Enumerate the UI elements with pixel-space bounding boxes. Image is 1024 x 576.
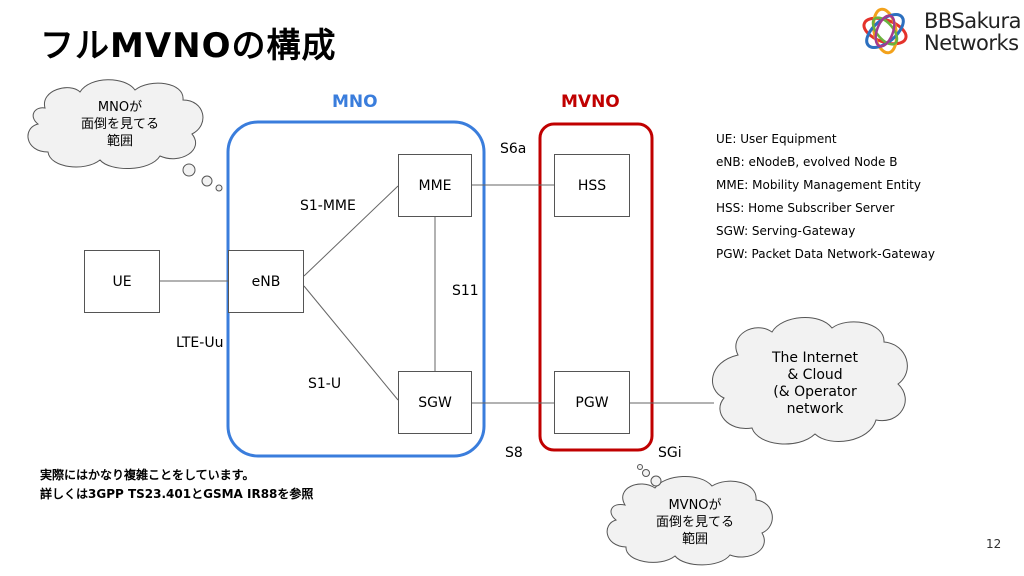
legend-item-mme: MME: Mobility Management Entity [716, 178, 921, 192]
label-lte-uu: LTE-Uu [176, 335, 224, 351]
label-s11: S11 [452, 283, 479, 299]
cloud-mvno-scope [606, 464, 773, 566]
legend-item-sgw: SGW: Serving-Gateway [716, 224, 856, 238]
mvno-group-title: MVNO [561, 92, 620, 112]
legend-item-enb: eNB: eNodeB, evolved Node B [716, 155, 898, 169]
logo-text: BBSakura Networks [924, 10, 1021, 54]
footnote: 実際にはかなり複雑ことをしています。 詳しくは3GPP TS23.401とGSM… [40, 466, 313, 504]
logo-line2: Networks [924, 31, 1019, 55]
mno-group-title: MNO [332, 92, 378, 112]
node-pgw: PGW [554, 371, 630, 434]
cloud-mno-scope-text: MNOが 面倒を見てる 範囲 [80, 100, 159, 149]
node-ue: UE [84, 250, 160, 313]
label-s6a: S6a [500, 141, 527, 157]
node-enb: eNB [228, 250, 304, 313]
cloud-internet [712, 316, 908, 445]
legend-item-ue: UE: User Equipment [716, 132, 837, 146]
label-s8: S8 [505, 445, 523, 461]
legend-item-pgw: PGW: Packet Data Network-Gateway [716, 247, 935, 261]
page-title: フルMVNOの構成 [40, 26, 337, 66]
node-sgw: SGW [398, 371, 472, 434]
label-sgi: SGi [658, 445, 682, 461]
cloud-mvno-scope-text: MVNOが 面倒を見てる 範囲 [655, 498, 734, 547]
link-enb-sgw [303, 285, 399, 401]
legend-item-hss: HSS: Home Subscriber Server [716, 201, 895, 215]
bbsakura-logo-icon [862, 7, 908, 55]
node-mme: MME [398, 154, 472, 217]
cloud-mno-scope [27, 79, 223, 192]
label-s1-mme: S1-MME [300, 198, 356, 214]
link-enb-mme [303, 185, 399, 277]
page-number: 12 [986, 537, 1002, 551]
mvno-group-border [538, 122, 654, 452]
node-hss: HSS [554, 154, 630, 217]
label-s1-u: S1-U [308, 376, 342, 392]
logo-line1: BBSakura [924, 9, 1021, 33]
cloud-internet-text: The Internet & Cloud (& Operator network [771, 350, 859, 417]
footnote-line1: 実際にはかなり複雑ことをしています。 [40, 468, 255, 482]
footnote-line2: 詳しくは3GPP TS23.401とGSMA IR88を参照 [40, 487, 314, 501]
legend: UE: User Equipment eNB: eNodeB, evolved … [716, 128, 935, 266]
